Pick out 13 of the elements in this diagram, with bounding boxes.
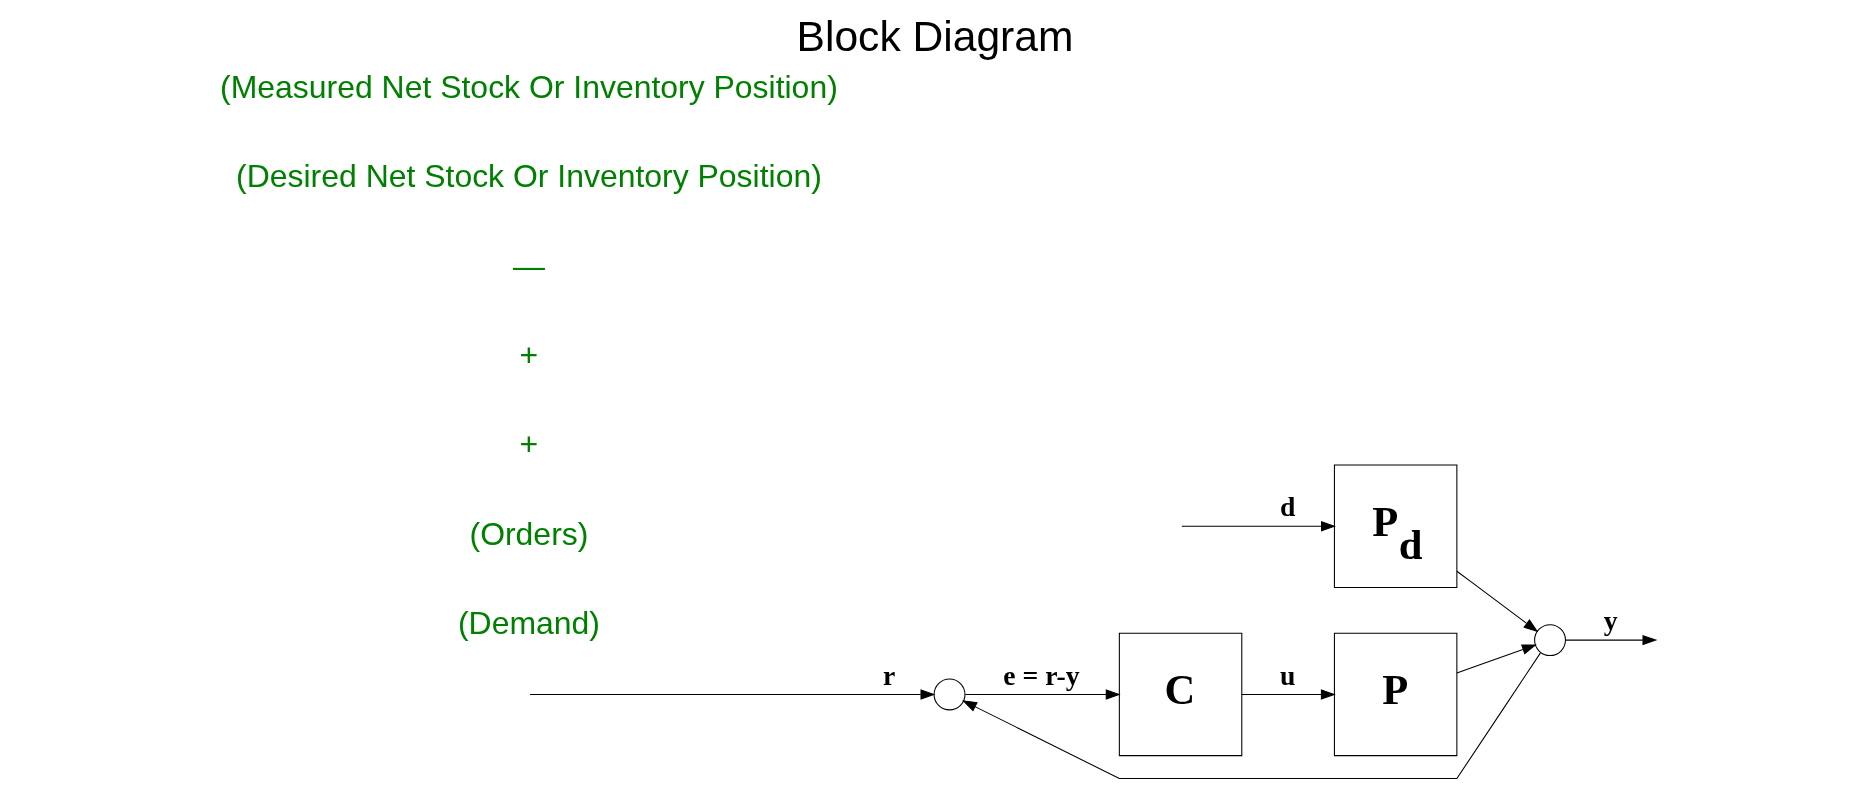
label: (Demand)	[457, 605, 600, 642]
edge-label: u	[1280, 659, 1296, 691]
label: (Measured Net Stock Or Inventory Position)	[220, 68, 838, 105]
label: (Orders)	[469, 515, 589, 552]
diagram-title: Block Diagram	[796, 11, 1074, 60]
label: +	[519, 336, 539, 373]
label: —	[512, 247, 545, 284]
edge-label: r	[882, 659, 896, 691]
edge-label: y	[1603, 605, 1618, 637]
label: +	[519, 426, 539, 463]
edge-label: e = r-y	[1003, 659, 1080, 691]
edge-label: d	[1280, 491, 1296, 523]
label: (Desired Net Stock Or Inventory Position)	[236, 158, 822, 195]
